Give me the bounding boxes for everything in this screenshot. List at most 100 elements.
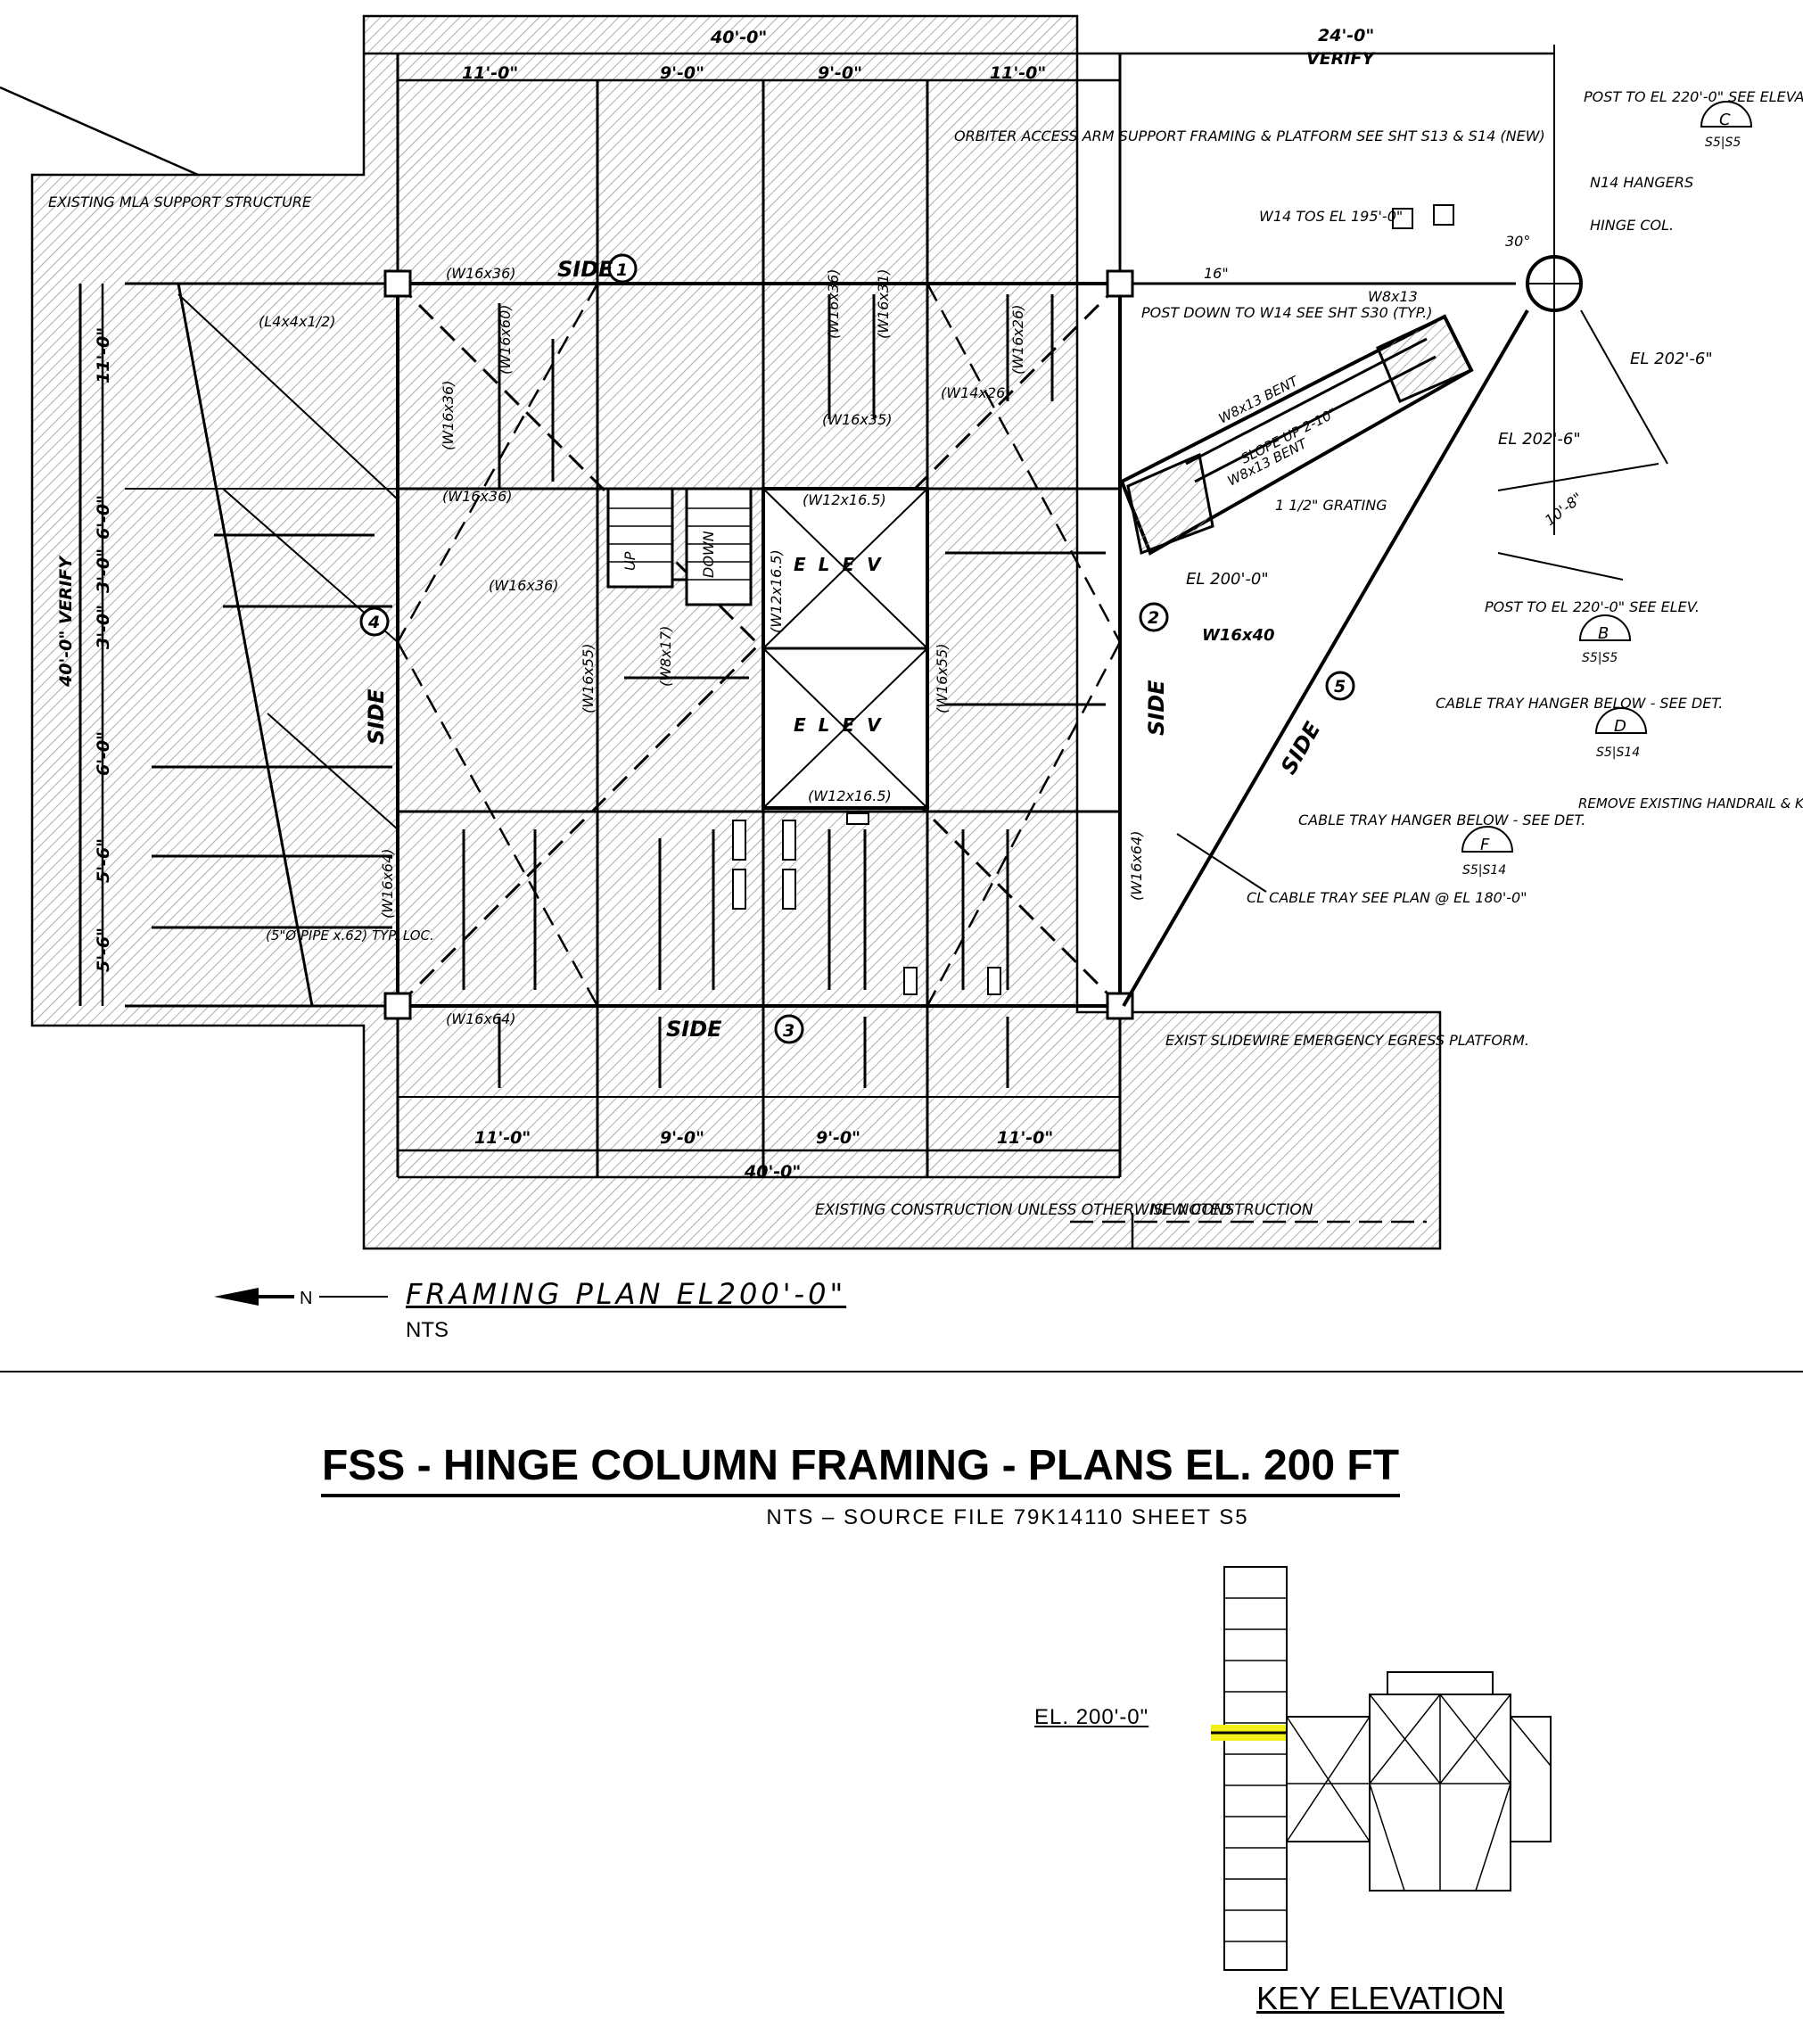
note-angle: 30°: [1505, 233, 1530, 250]
note-w16x40: W16x40: [1202, 626, 1275, 645]
member-w6: (W16x35): [822, 411, 893, 428]
dim-top-overall: 40'-0": [710, 28, 767, 47]
note-el202-a: EL 202'-6": [1630, 350, 1713, 368]
note-ctray-2: CABLE TRAY HANGER BELOW - SEE DET.: [1298, 812, 1585, 828]
sheet-subtitle: NTS – SOURCE FILE 79K14110 SHEET S5: [766, 1505, 1249, 1529]
note-el200: EL 200'-0": [1186, 570, 1269, 589]
access-arm: [1119, 45, 1668, 1008]
key-elevation-drawing: [1211, 1566, 1552, 1971]
dim-left-1: 11'-0": [94, 327, 113, 383]
note-post-down: POST DOWN TO W14 SEE SHT S30 (TYP.): [1141, 304, 1432, 321]
side-2-num: 2: [1148, 608, 1159, 628]
north-arrow: N: [214, 1288, 388, 1308]
dim-top-4: 11'-0": [990, 63, 1046, 83]
member-w9: (W16x26): [1009, 305, 1026, 375]
dim-right-top-note: VERIFY: [1306, 49, 1376, 69]
dim-bottom-4: 11'-0": [997, 1128, 1053, 1148]
detail-c-ref: S5|S5: [1705, 136, 1741, 150]
dim-bottom-3: 9'-0": [816, 1128, 860, 1148]
dim-left-4: 3'-0": [94, 605, 113, 649]
note-grating: 1 1/2" GRATING: [1275, 497, 1387, 514]
dim-bottom-1: 11'-0": [474, 1128, 531, 1148]
member-w1: (W16x36): [446, 265, 516, 282]
dim-left-6: 5'-6": [94, 838, 113, 883]
detail-d: D S5|S14: [1594, 707, 1648, 760]
detail-c: C S5|S5: [1700, 101, 1753, 150]
note-n14: N14 HANGERS: [1590, 174, 1693, 191]
stair-up: UP: [622, 551, 638, 571]
dim-left-3: 3'-0": [94, 548, 113, 593]
note-existing-mla: EXISTING MLA SUPPORT STRUCTURE: [48, 194, 312, 210]
side-4-label: SIDE: [364, 688, 389, 745]
side-3-num: 3: [783, 1021, 794, 1041]
member-w12: (W16x55): [580, 644, 597, 714]
side-1-label: SIDE: [557, 257, 613, 282]
member-w11: (W12x16.5): [768, 549, 785, 633]
detail-b: B S5|S5: [1578, 614, 1632, 665]
column-markers: [383, 269, 1134, 1020]
note-ctray-plan: CL CABLE TRAY SEE PLAN @ EL 180'-0": [1247, 889, 1527, 906]
member-w5: (W16x36): [440, 381, 457, 451]
detail-c-letter: C: [1719, 111, 1731, 129]
member-w19: (L4x4x1/2): [259, 313, 335, 330]
sheet-title: FSS - HINGE COLUMN FRAMING - PLANS EL. 2…: [321, 1441, 1400, 1497]
member-w4: (W16x60): [497, 305, 514, 375]
dim-right-top: 24'-0": [1318, 26, 1374, 45]
note-ctray-1: CABLE TRAY HANGER BELOW - SEE DET.: [1436, 695, 1723, 712]
key-elevation-title: KEY ELEVATION: [1256, 1980, 1505, 2016]
note-pipe: (5"Ø PIPE x.62) TYP. LOC.: [266, 927, 434, 944]
plan-scale: NTS: [406, 1318, 449, 1342]
detail-d-ref: S5|S14: [1596, 746, 1640, 760]
member-w2: (W16x36): [442, 488, 513, 505]
side-1-num: 1: [616, 260, 628, 280]
side-3-label: SIDE: [666, 1017, 722, 1042]
dim-bottom-overall: 40'-0": [744, 1162, 801, 1182]
member-w8: (W16x31): [875, 269, 892, 340]
member-w3: (W16x36): [489, 577, 559, 594]
member-w17: (W16x64): [1128, 831, 1145, 902]
stair-down: DOWN: [700, 531, 717, 578]
side-2-label: SIDE: [1144, 680, 1169, 736]
note-w8x13: W8x13: [1368, 288, 1418, 305]
detail-b-ref: S5|S5: [1582, 651, 1618, 665]
side-5-num: 5: [1334, 677, 1346, 696]
elev-label-2: ELEV: [794, 714, 893, 736]
note-new: NEW CONSTRUCTION: [1150, 1201, 1313, 1219]
detail-f: F S5|S14: [1461, 826, 1514, 878]
plan-title: FRAMING PLAN EL200'-0": [406, 1277, 847, 1311]
note-post-c: POST TO EL 220'-0" SEE ELEVATION: [1584, 88, 1803, 105]
elev-label-1: ELEV: [794, 554, 893, 575]
dim-top-3: 9'-0": [818, 63, 862, 83]
dim-bottom-2: 9'-0": [660, 1128, 704, 1148]
dim-top-2: 9'-0": [660, 63, 704, 83]
dimension-lines: [78, 52, 1554, 1249]
note-remove: REMOVE EXISTING HANDRAIL & KICK PL. TIE …: [1578, 795, 1803, 812]
side-4-num: 4: [367, 613, 380, 632]
note-dim-16: 16": [1204, 265, 1229, 282]
member-w16: (W16x64): [379, 849, 396, 919]
key-elevation-el-label: EL. 200'-0": [1034, 1705, 1149, 1729]
member-w10: (W12x16.5): [803, 491, 886, 508]
note-hinge-col: HINGE COL.: [1590, 217, 1674, 234]
note-slidewire: EXIST SLIDEWIRE EMERGENCY EGRESS PLATFOR…: [1165, 1032, 1529, 1049]
member-w15: (W16x64): [446, 1010, 516, 1027]
member-w13: (W16x55): [934, 644, 951, 714]
dim-top-1: 11'-0": [462, 63, 518, 83]
note-orbiter: ORBITER ACCESS ARM SUPPORT FRAMING & PLA…: [954, 128, 1545, 144]
elevator-core: [606, 487, 1001, 995]
dim-left-2: 6'-0": [94, 495, 113, 540]
detail-b-letter: B: [1598, 624, 1609, 643]
side-markers: [359, 253, 1355, 1044]
dim-left-overall: 40'-0" VERIFY: [56, 555, 76, 688]
dim-left-7: 5'-6": [94, 927, 113, 972]
member-w18: (W14x26): [941, 384, 1011, 401]
member-w7: (W16x36): [825, 269, 842, 340]
detail-f-letter: F: [1480, 836, 1490, 854]
member-w14: (W8x17): [657, 626, 674, 687]
detail-f-ref: S5|S14: [1462, 863, 1506, 878]
note-existing: EXISTING CONSTRUCTION UNLESS OTHERWISE N…: [815, 1201, 1231, 1219]
detail-d-letter: D: [1614, 717, 1626, 736]
note-el202-b: EL 202'-6": [1498, 430, 1581, 449]
dim-left-5: 6'-0": [94, 731, 113, 776]
